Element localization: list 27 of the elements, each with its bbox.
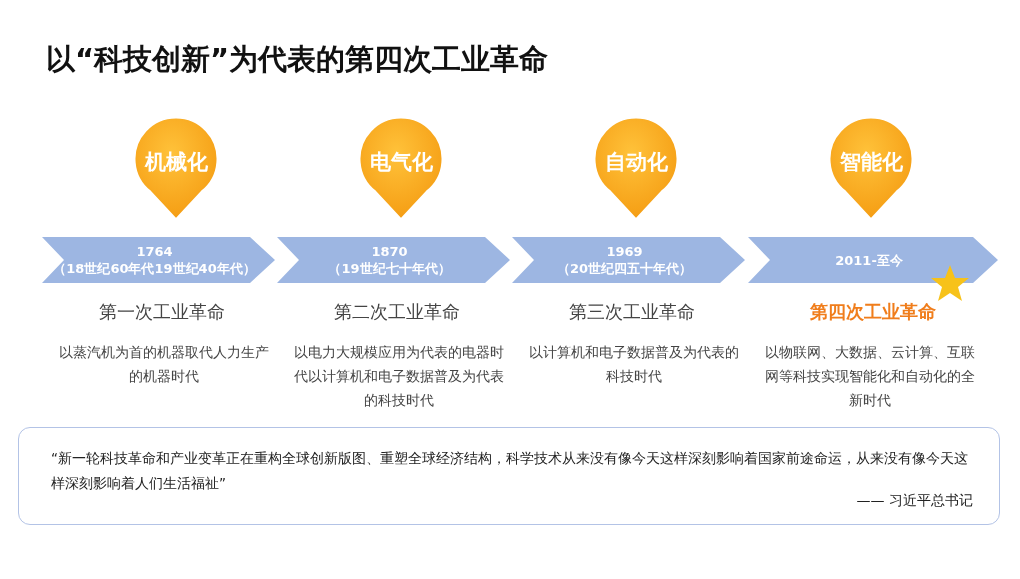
pin-label: 机械化 — [143, 149, 209, 176]
quote-text: “新一轮科技革命和产业变革正在重构全球创新版图、重塑全球经济结构，科学技术从来没有像今天这样深刻影响着国家前途命运，从来没有像今天这样深刻影响着人们生活福祉” — [51, 449, 969, 493]
pin-label: 电气化 — [368, 149, 434, 176]
stage-description: 以电力大规模应用为代表的电器时代以计算机和电子数据普及为代表的科技时代 — [293, 343, 505, 410]
period-banner — [277, 237, 510, 283]
stage-description: 以蒸汽机为首的机器取代人力生产的机器时代 — [58, 343, 270, 386]
period-banner — [748, 237, 998, 283]
date-text: （20世纪四五十年代） — [556, 260, 693, 277]
stage-description: 以计算机和电子数据普及为代表的科技时代 — [528, 343, 740, 386]
pin-label: 自动化 — [603, 149, 669, 176]
date-text: 1764 — [136, 243, 173, 260]
date-text: （18世纪60年代19世纪40年代） — [53, 260, 256, 277]
quote-box — [18, 427, 1000, 525]
date-text: （19世纪七十年代） — [328, 260, 451, 277]
title: 以“科技创新”为代表的第四次工业革命 — [46, 41, 549, 78]
stage-description: 以物联网、大数据、云计算、互联网等科技实现智能化和自动化的全新时代 — [764, 343, 976, 410]
stage-heading: 第二次工业革命 — [333, 300, 461, 324]
date-text: 1870 — [371, 243, 408, 260]
period-banner — [512, 237, 745, 283]
stage-heading: 第三次工业革命 — [568, 300, 696, 324]
pin-label: 智能化 — [838, 149, 904, 176]
period-banner — [42, 237, 275, 283]
quote-attribution: —— 习近平总书记 — [856, 492, 973, 510]
stage-heading: 第一次工业革命 — [98, 300, 226, 324]
date-text: 2011-至今 — [835, 251, 903, 269]
date-text: 1969 — [606, 243, 643, 260]
stage-heading: 第四次工业革命 — [809, 300, 937, 324]
